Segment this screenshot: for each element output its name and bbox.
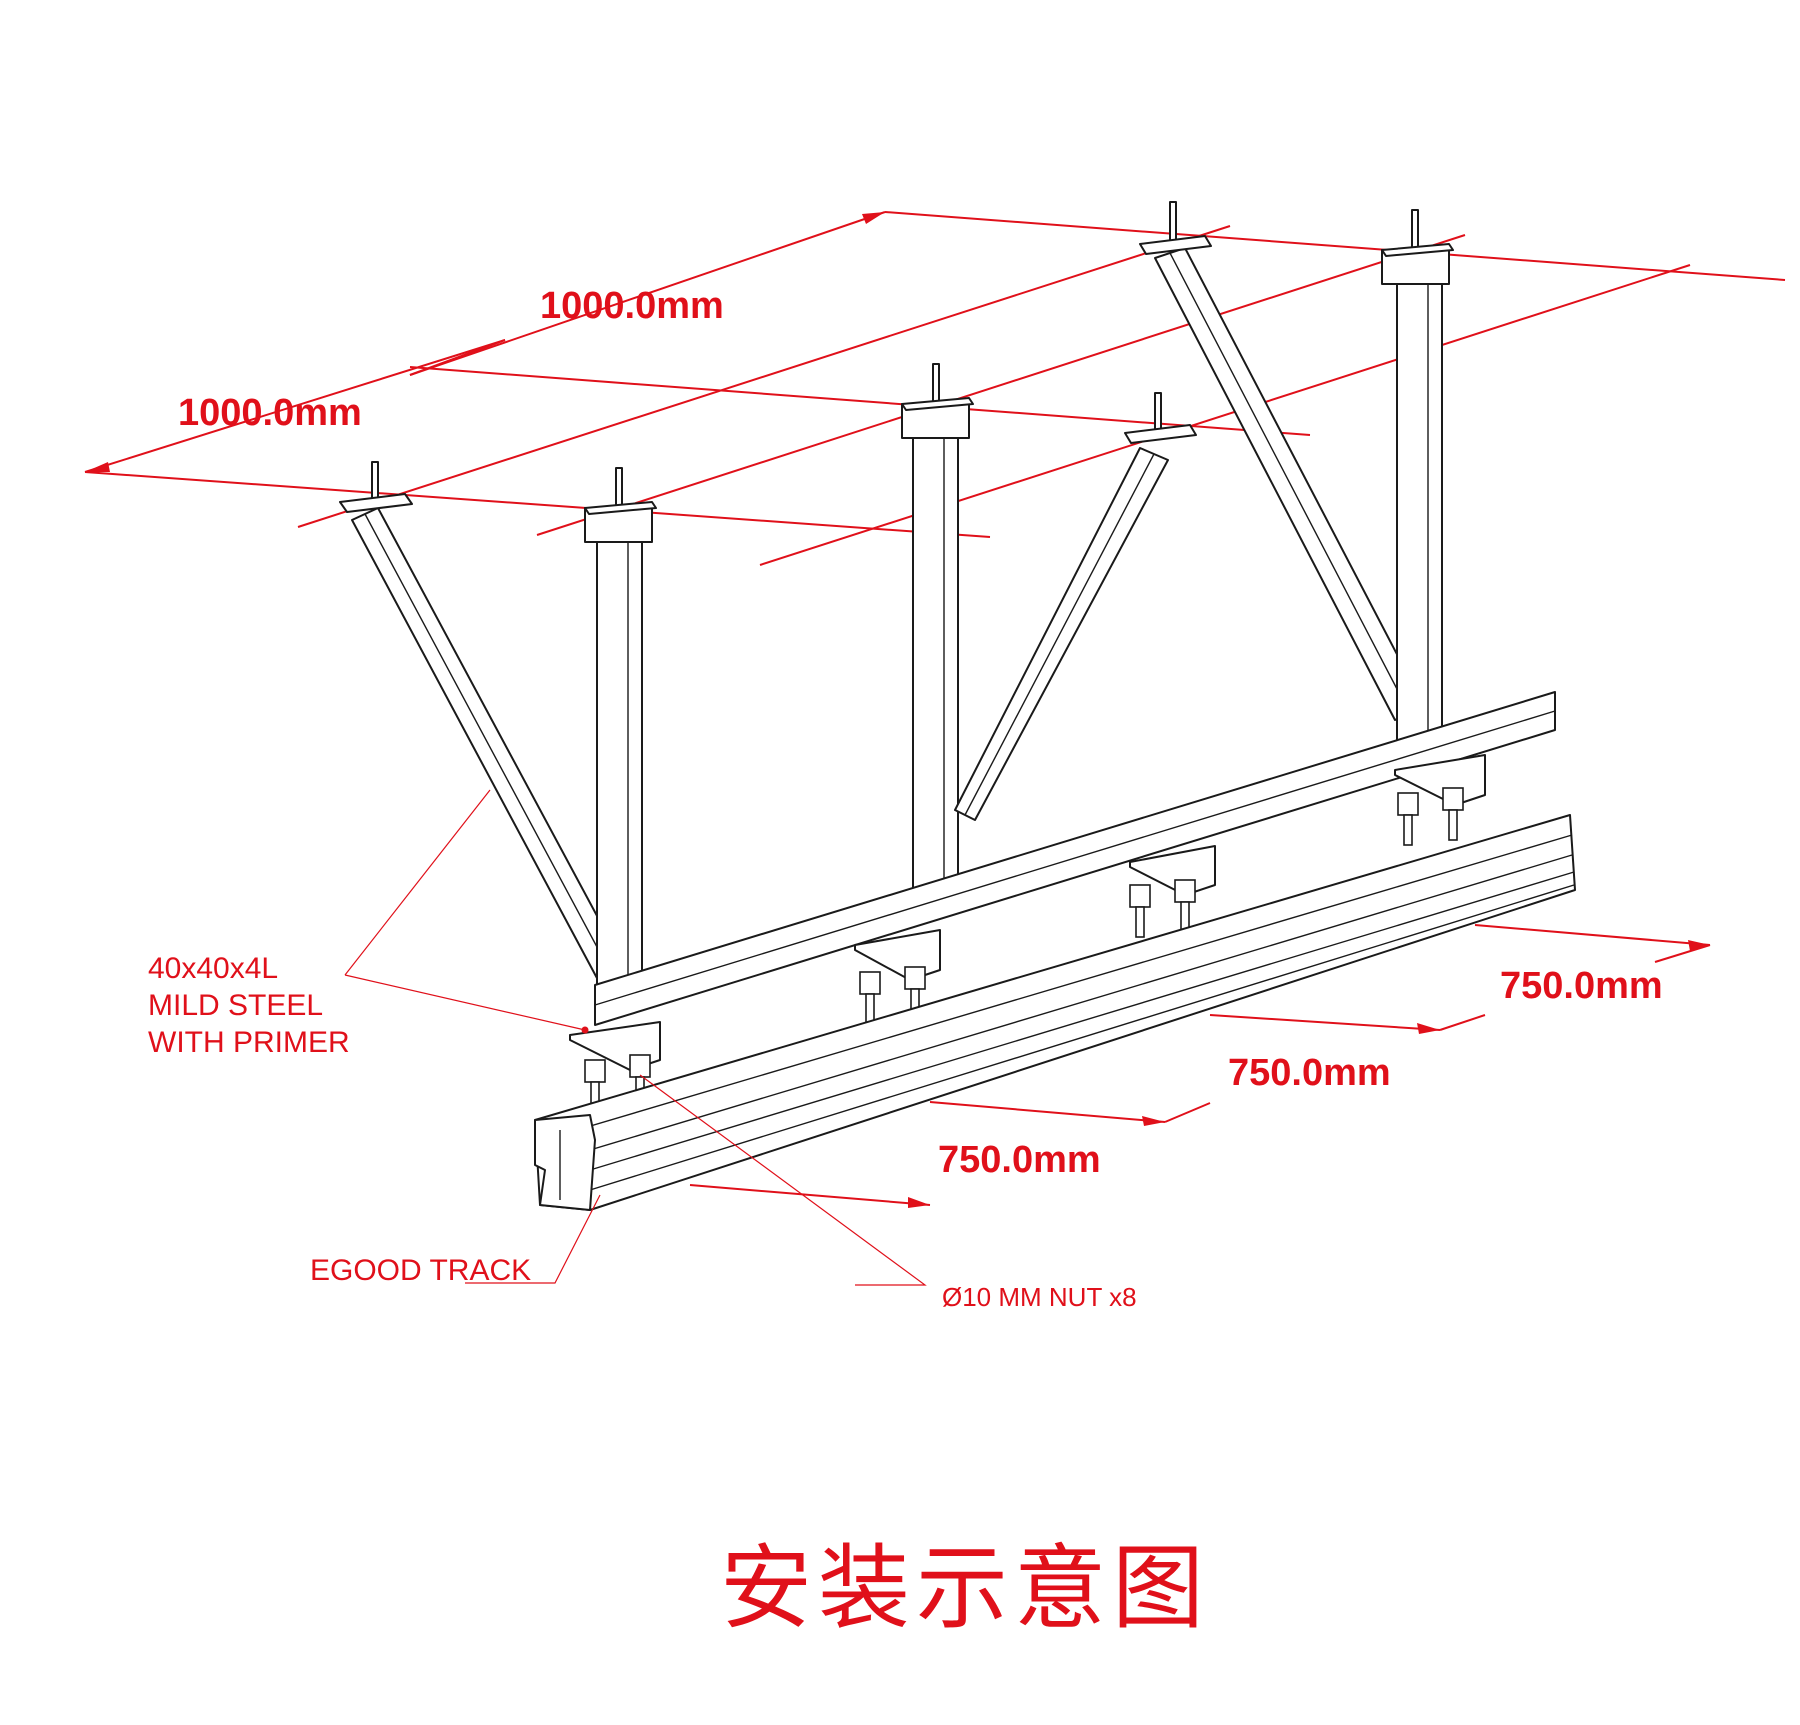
track-label: EGOOD TRACK (310, 1254, 531, 1287)
ceiling-anchors (339, 201, 1454, 543)
diagram-title: 安装示意图 (720, 1535, 1210, 1642)
dimension-left-span: 1000.0mm (178, 392, 362, 434)
dimension-track-span-2: 750.0mm (1228, 1052, 1391, 1094)
vertical-post-3 (1396, 281, 1443, 743)
steel-spec-line2: MILD STEEL (148, 989, 323, 1022)
egood-track-rail (534, 814, 1576, 1211)
steel-spec-line1: 40x40x4L (148, 952, 278, 985)
dimension-top-span: 1000.0mm (540, 285, 724, 327)
nut-label: Ø10 MM NUT x8 (942, 1282, 1137, 1312)
steel-spec-line3: WITH PRIMER (148, 1026, 350, 1059)
dimension-track-span-1: 750.0mm (938, 1139, 1101, 1181)
dimension-track-span-3: 750.0mm (1500, 965, 1663, 1007)
vertical-post-1 (596, 539, 643, 1001)
vertical-post-2 (912, 437, 959, 899)
diagonal-brace-middle (954, 447, 1169, 821)
dimension-lines (84, 211, 1786, 1208)
annotation-leaders (344, 789, 927, 1286)
steel-frame (339, 201, 1576, 1211)
